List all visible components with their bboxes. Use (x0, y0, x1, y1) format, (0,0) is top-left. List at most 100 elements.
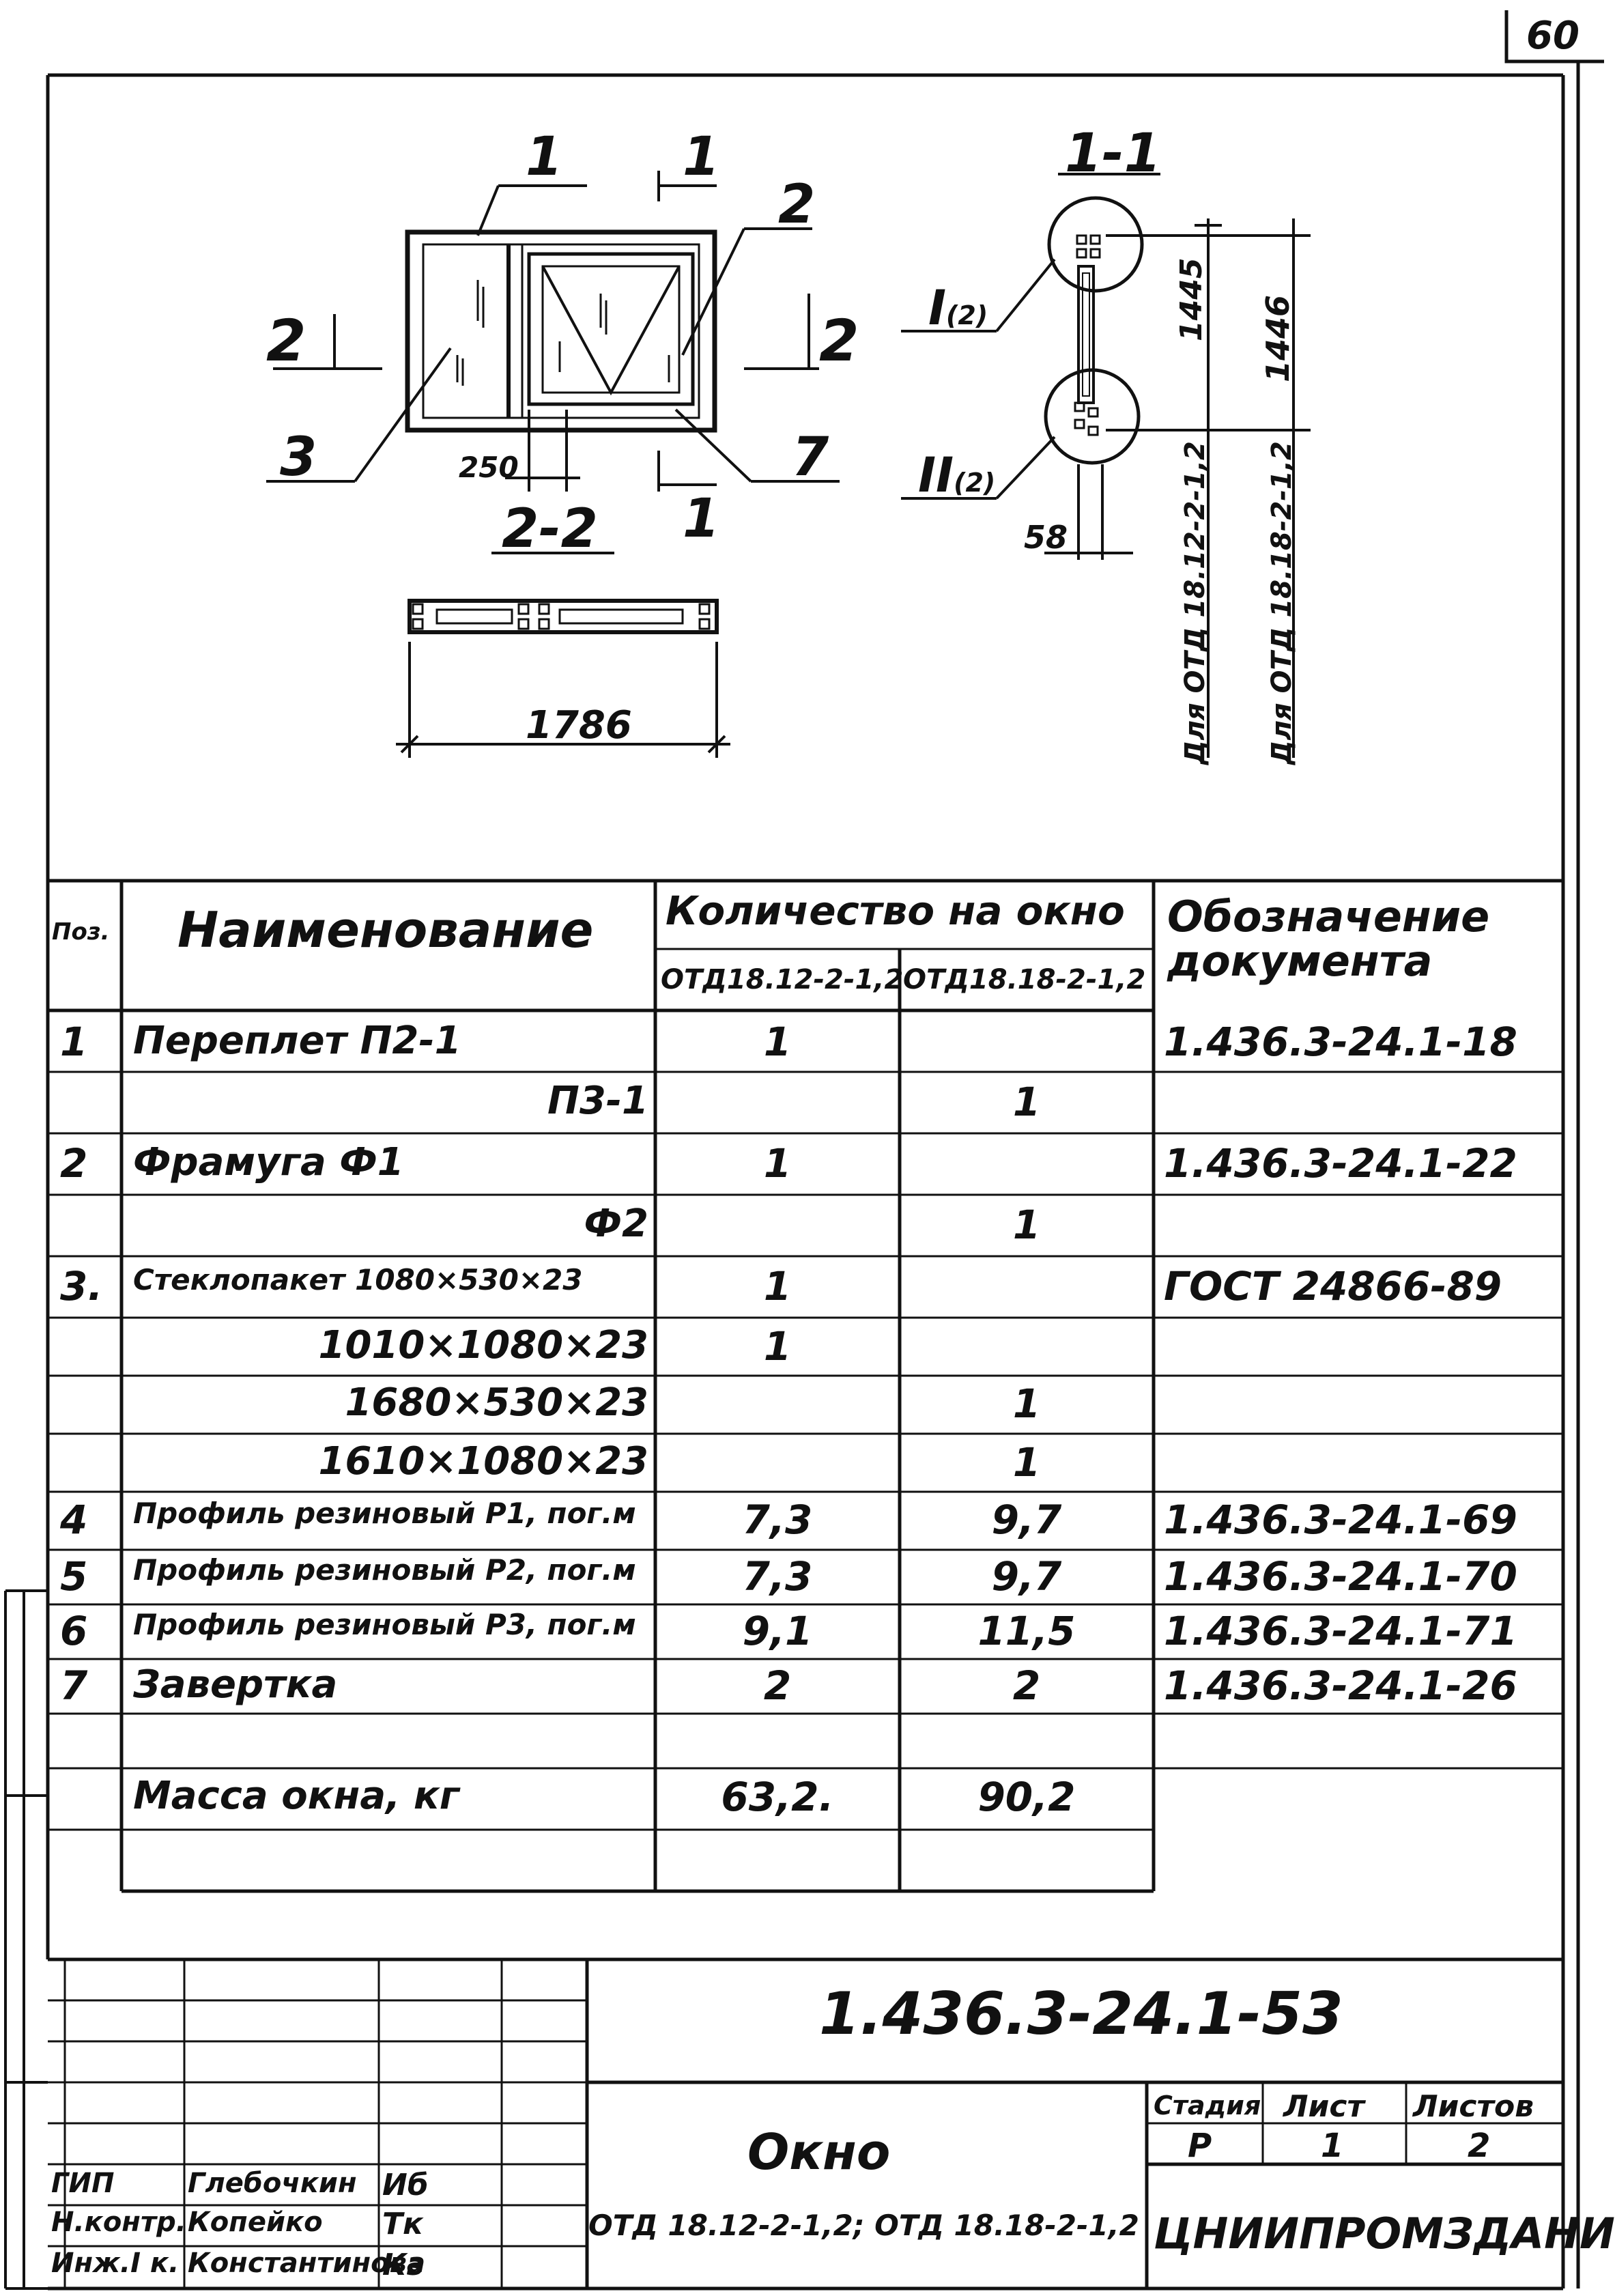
row-name: Ф2 (584, 1202, 649, 1246)
callout-pos-2: 2 (778, 174, 816, 236)
spec-table-grid (48, 881, 1563, 1893)
sheet-number: 60 (1526, 14, 1580, 58)
staff-signature: Кз (382, 2248, 425, 2282)
row-doc: 1.436.3-24.1-69 (1164, 1497, 1517, 1543)
row-qty-a: 2 (763, 1662, 792, 1709)
node-II-label: II(2) (918, 447, 995, 503)
row-pos: 5 (60, 1553, 88, 1600)
node-II-ref: (2) (954, 468, 996, 498)
node-I-ref: (2) (946, 300, 988, 330)
section-2-2 (396, 552, 730, 758)
section-mark-2-right: 2 (819, 307, 859, 374)
section-mark-2-left: 2 (266, 307, 306, 374)
staff-role: Н.контр. (51, 2207, 186, 2238)
header-name: Наименование (177, 901, 594, 959)
row-qty-b: 1 (1012, 1079, 1041, 1125)
header-doc: Обозначение документа (1167, 892, 1490, 987)
header-qty-b: ОТД18.18-2-1,2 (903, 964, 1146, 995)
row-pos: 1 (60, 1019, 88, 1065)
row-qty-b: 1 (1012, 1380, 1041, 1427)
row-doc: 1.436.3-24.1-18 (1164, 1019, 1517, 1065)
row-name: Завертка (133, 1662, 338, 1707)
row-pos: 4 (60, 1497, 88, 1543)
row-name: Переплет П2-1 (133, 1019, 461, 1063)
row-name: П3-1 (547, 1079, 648, 1123)
dim-58: 58 (1024, 519, 1068, 556)
staff-name: Константинова (188, 2248, 425, 2279)
doc-title: Окно (747, 2123, 891, 2181)
node-II: II (918, 447, 954, 503)
row-qty-b: 11,5 (977, 1608, 1076, 1654)
doc-code: 1.436.3-24.1-53 (819, 1980, 1343, 2048)
callout-pos-1: 1 (526, 126, 563, 188)
row-qty-b: 2 (1012, 1662, 1041, 1709)
row-name: Масса окна, кг (133, 1774, 460, 1818)
section-mark-1-top: 1 (683, 126, 720, 188)
callout-pos-3: 3 (280, 427, 317, 488)
row-doc: 1.436.3-24.1-26 (1164, 1662, 1517, 1709)
organization: ЦНИИПРОМЗДАНИЙ (1154, 2209, 1615, 2258)
row-qty-b: 90,2 (977, 1774, 1076, 1820)
row-qty-a: 1 (763, 1263, 792, 1309)
sheet-number-box (1504, 10, 1604, 63)
row-qty-a: 7,3 (742, 1553, 813, 1600)
sheets-value: 2 (1468, 2127, 1491, 2165)
staff-role: ГИП (51, 2168, 115, 2199)
row-qty-a: 7,3 (742, 1497, 813, 1543)
row-qty-b: 9,7 (991, 1497, 1062, 1543)
label-otd-18-12: Для ОТД 18.12-2-1,2 (1180, 441, 1211, 765)
row-qty-a: 63,2. (721, 1774, 834, 1820)
row-name: 1680×530×23 (345, 1380, 648, 1425)
sheets-header: Листов (1413, 2089, 1534, 2124)
callout-pos-7: 7 (792, 427, 829, 488)
dim-250: 250 (459, 451, 519, 484)
row-name: Фрамуга Ф1 (133, 1140, 404, 1185)
row-name: Профиль резиновый Р1, пог.м (133, 1497, 636, 1530)
row-qty-a: 1 (763, 1140, 792, 1187)
row-name: Стеклопакет 1080×530×23 (133, 1263, 583, 1296)
sheet-value: 1 (1321, 2127, 1344, 2165)
dim-1445: 1445 (1174, 257, 1209, 341)
node-I: I (928, 280, 947, 336)
row-pos: 7 (60, 1662, 88, 1709)
section-1-1 (901, 173, 1311, 758)
row-qty-b: 9,7 (991, 1553, 1062, 1600)
staff-name: Глебочкин (188, 2168, 357, 2199)
row-qty-a: 1 (763, 1323, 792, 1370)
sheet-header: Лист (1283, 2089, 1364, 2124)
section-2-2-title: 2-2 (502, 498, 598, 560)
row-name: Профиль резиновый Р2, пог.м (133, 1553, 636, 1587)
dim-1786: 1786 (526, 703, 632, 748)
staff-signature: Иб (382, 2168, 429, 2202)
row-doc: ГОСТ 24866-89 (1164, 1263, 1502, 1309)
stage-value: Р (1188, 2127, 1212, 2165)
node-I-label: I(2) (928, 280, 988, 336)
staff-name: Копейко (188, 2207, 323, 2238)
header-qty-a: ОТД18.12-2-1,2 (661, 964, 904, 995)
row-doc: 1.436.3-24.1-70 (1164, 1553, 1517, 1600)
header-pos: Поз. (52, 918, 110, 946)
section-1-1-title: 1-1 (1065, 123, 1161, 184)
row-qty-a: 9,1 (742, 1608, 813, 1654)
doc-subtitle: ОТД 18.12-2-1,2; ОТД 18.18-2-1,2 (588, 2209, 1139, 2242)
row-name: 1010×1080×23 (318, 1323, 649, 1367)
row-doc: 1.436.3-24.1-71 (1164, 1608, 1517, 1654)
row-pos: 3. (60, 1263, 103, 1309)
row-pos: 2 (60, 1140, 88, 1187)
section-mark-1-bottom: 1 (683, 488, 720, 550)
header-qty: Количество на окно (666, 888, 1125, 934)
side-stamp (4, 1589, 48, 2290)
row-qty-b: 1 (1012, 1202, 1041, 1248)
staff-role: Инж.I к. (51, 2248, 180, 2279)
label-otd-18-18: Для ОТД 18.18-2-1,2 (1266, 441, 1298, 765)
row-name: 1610×1080×23 (318, 1439, 649, 1484)
dim-1446: 1446 (1259, 294, 1296, 382)
window-elevation (266, 171, 840, 492)
row-qty-a: 1 (763, 1019, 792, 1065)
row-pos: 6 (60, 1608, 88, 1654)
staff-signature: Тк (382, 2207, 423, 2241)
row-qty-b: 1 (1012, 1439, 1041, 1486)
row-doc: 1.436.3-24.1-22 (1164, 1140, 1517, 1187)
stage-header: Стадия (1154, 2091, 1261, 2121)
